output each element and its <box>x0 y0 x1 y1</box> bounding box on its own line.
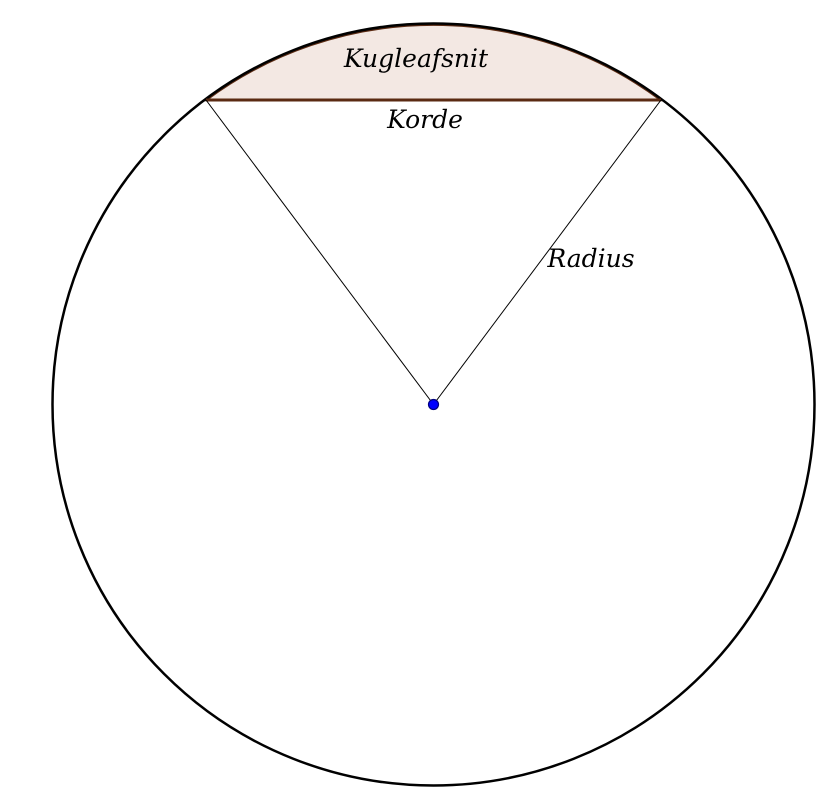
circle-outline <box>51 22 816 787</box>
radius-label: Radius <box>546 244 634 273</box>
radius-line-right <box>433 99 662 405</box>
center-point <box>427 398 440 411</box>
chord-label: Korde <box>386 105 463 134</box>
segment-label: Kugleafsnit <box>343 44 489 73</box>
radius-line-left <box>205 99 434 405</box>
